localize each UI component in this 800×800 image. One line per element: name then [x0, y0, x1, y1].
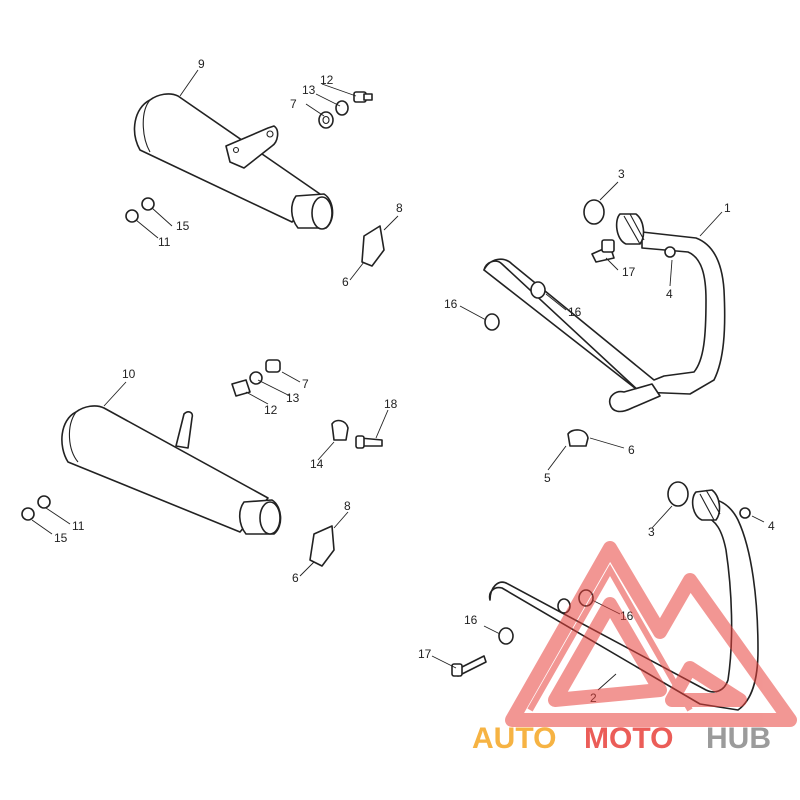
watermark-logo — [505, 541, 797, 727]
callout-8-lower: 8 — [344, 499, 351, 513]
callout-11-lower: 11 — [72, 519, 85, 533]
callout-10: 10 — [122, 367, 136, 381]
watermark-triangle-icon — [505, 541, 797, 727]
muffler-upper — [133, 93, 334, 230]
muffler-lower — [61, 405, 282, 535]
callout-15-upper: 15 — [176, 219, 190, 233]
callout-6-upper: 6 — [342, 275, 349, 289]
callout-11-upper: 11 — [158, 235, 171, 249]
callout-3-upper: 3 — [618, 167, 625, 181]
callout-12-upper: 12 — [320, 73, 334, 87]
callout-9: 9 — [198, 57, 205, 71]
watermark-auto: AUTO — [472, 722, 556, 755]
callout-18: 18 — [384, 397, 398, 411]
watermark-wordmark: AUTO MOTO HUB — [472, 722, 771, 755]
callout-4-upper: 4 — [666, 287, 673, 301]
callout-7-lower: 7 — [302, 377, 309, 391]
leader-lines — [31, 69, 765, 691]
callout-17-lower: 17 — [418, 647, 432, 661]
watermark-hub: HUB — [706, 722, 771, 755]
callout-16-upper-right: 16 — [568, 305, 582, 319]
gasket-ring-upper — [583, 199, 605, 225]
callout-17-upper: 17 — [622, 265, 636, 279]
callout-16-upper-left: 16 — [444, 297, 458, 311]
watermark-moto: MOTO — [584, 722, 673, 755]
callout-8-upper: 8 — [396, 201, 403, 215]
callout-13-upper: 13 — [302, 83, 316, 97]
callout-12-lower: 12 — [264, 403, 278, 417]
callout-13-lower: 13 — [286, 391, 300, 405]
gasket-ring-lower — [667, 481, 689, 507]
callout-7-upper: 7 — [290, 97, 297, 111]
hardware-upper-muffler — [125, 91, 373, 223]
hardware-header-upper — [484, 239, 615, 331]
callout-1: 1 — [724, 201, 731, 215]
callout-16-lower-left: 16 — [464, 613, 478, 627]
callout-14: 14 — [310, 457, 324, 471]
callout-4-lower: 4 — [768, 519, 775, 533]
callout-6-center: 6 — [628, 443, 635, 457]
callout-6-lower: 6 — [292, 571, 299, 585]
hardware-center — [331, 419, 589, 449]
callout-numbers: 1 2 3 3 4 4 5 6 6 6 7 7 8 8 9 10 11 11 1… — [54, 57, 775, 705]
clamps — [309, 225, 385, 567]
callout-5: 5 — [544, 471, 551, 485]
callout-15-lower: 15 — [54, 531, 68, 545]
callout-3-lower: 3 — [648, 525, 655, 539]
header-pipe-upper — [483, 213, 726, 413]
